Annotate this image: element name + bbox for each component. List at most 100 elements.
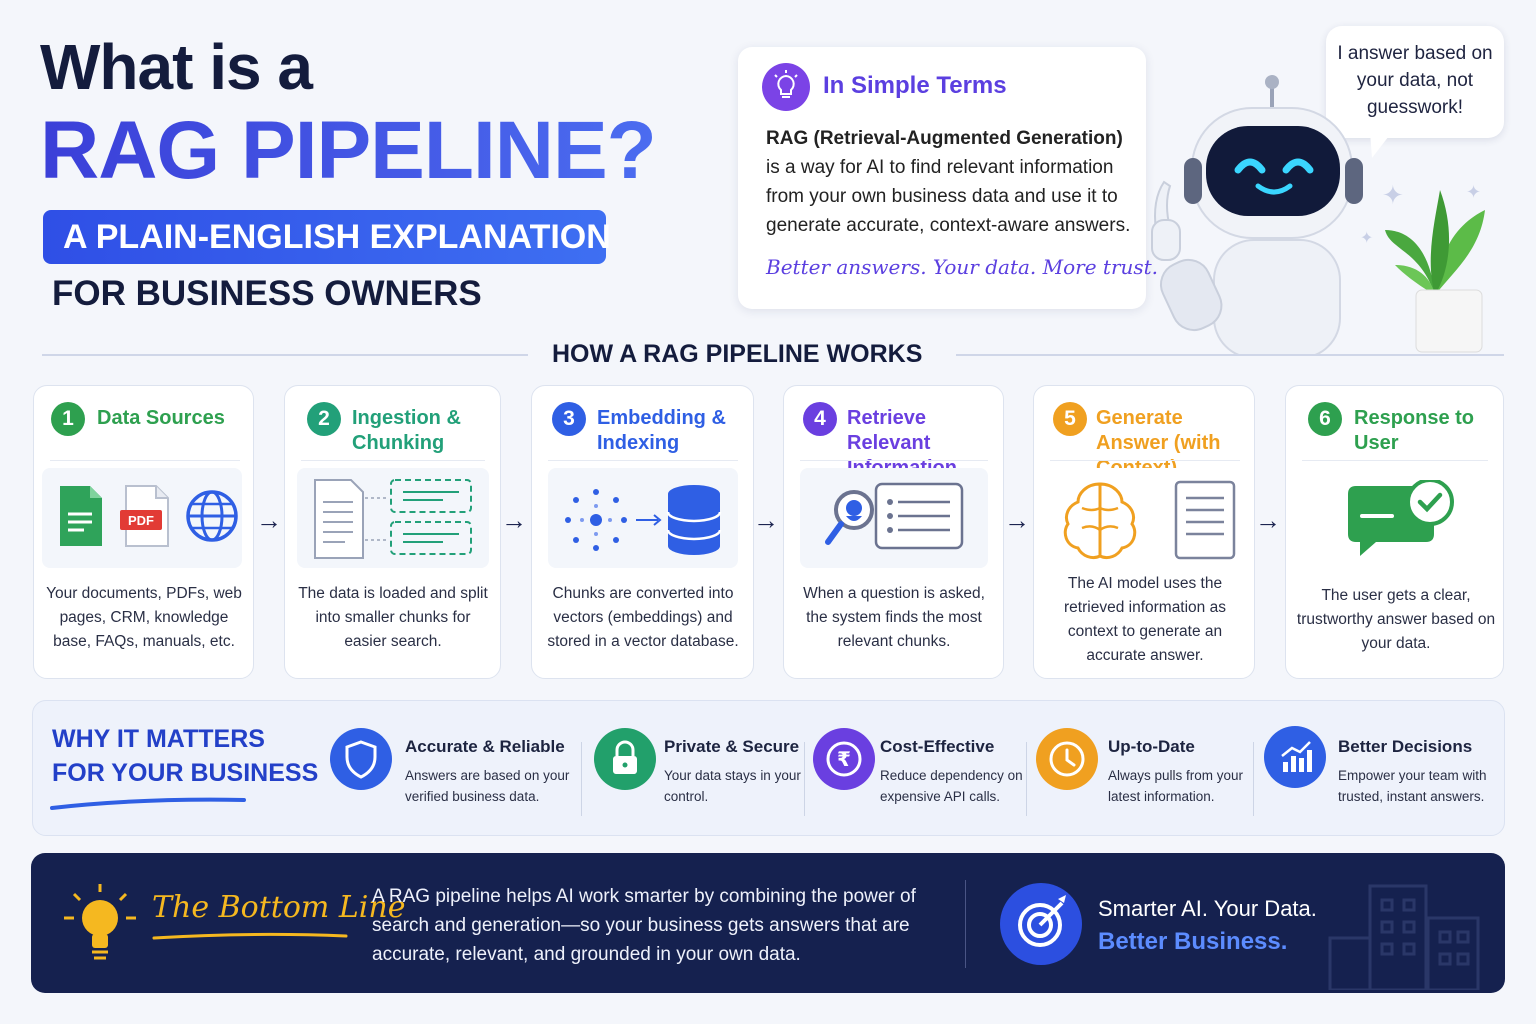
svg-text:₹: ₹ <box>837 747 851 771</box>
why-it-matters-title: WHY IT MATTERS FOR YOUR BUSINESS <box>52 722 318 790</box>
rag-definition: is a way for AI to find relevant informa… <box>766 157 1131 236</box>
step-number-badge: 2 <box>307 402 341 436</box>
data-sources-illustration: PDF <box>42 468 242 568</box>
step-divider <box>1050 460 1240 461</box>
step-card-4: 4 Retrieve Relevant Information When a q… <box>783 385 1004 679</box>
step-card-6: 6 Response to User The user gets a clear… <box>1285 385 1504 679</box>
bottom-line-text: A RAG pipeline helps AI work smarter by … <box>372 886 916 965</box>
simple-terms-title: In Simple Terms <box>823 72 1007 99</box>
benefit-title: Better Decisions <box>1338 737 1473 756</box>
section-divider-right <box>956 354 1504 356</box>
step-title: Ingestion & Chunking <box>352 407 461 454</box>
step-divider <box>800 460 988 461</box>
step-description: When a question is asked, the system fin… <box>803 585 985 650</box>
benefit-description: Answers are based on your verified busin… <box>405 768 570 804</box>
subtitle-line: FOR BUSINESS OWNERS <box>52 274 482 313</box>
sparkle-icon: ✦ <box>1466 182 1482 202</box>
benefit-divider <box>581 742 582 816</box>
benefit-title: Accurate & Reliable <box>405 737 565 756</box>
flow-arrow-icon: → <box>753 505 779 535</box>
retrieve-illustration <box>800 468 988 568</box>
step-title: Embedding & Indexing <box>597 407 726 454</box>
clock-icon <box>1036 728 1098 790</box>
benefit-divider <box>1253 742 1254 816</box>
benefit-title: Private & Secure <box>664 737 800 756</box>
bar-chart-icon <box>1264 726 1326 788</box>
benefit-description: Your data stays in your control. <box>664 768 801 804</box>
flow-arrow-icon: → <box>501 505 527 535</box>
step-description: The user gets a clear, trustworthy answe… <box>1296 587 1496 652</box>
bottom-line-underline <box>152 932 348 940</box>
embedding-illustration <box>548 468 738 568</box>
benefit-description: Always pulls from your latest informatio… <box>1108 768 1244 804</box>
section-divider-left <box>42 354 528 356</box>
underline-swoosh <box>50 797 246 810</box>
globe-icon <box>186 490 238 542</box>
bottom-divider <box>965 880 966 968</box>
how-it-works-title: HOW A RAG PIPELINE WORKS <box>552 340 923 368</box>
step-description: The data is loaded and split into smalle… <box>298 585 488 650</box>
bottom-line-title: The Bottom Line <box>152 890 406 925</box>
lock-icon <box>594 728 656 790</box>
chat-check-icon <box>1348 480 1454 556</box>
step-divider <box>1302 460 1488 461</box>
bubble-tail <box>1370 132 1392 158</box>
response-illustration <box>1302 468 1488 568</box>
why-title-line-1: WHY IT MATTERS <box>52 725 265 753</box>
benefit-divider <box>804 742 805 816</box>
title-line-1: What is a <box>40 31 313 103</box>
plant-illustration <box>1385 190 1485 353</box>
bottom-line-panel <box>31 853 1505 993</box>
simple-terms-tagline: Better answers. Your data. More trust. <box>766 255 1159 279</box>
rupee-icon: ₹ <box>813 728 875 790</box>
step-number-badge: 1 <box>51 402 85 436</box>
step-card-5: 5 Generate Answer (with Context) The AI … <box>1033 385 1255 679</box>
brain-document-diagram <box>1063 480 1236 560</box>
flow-arrow-icon: → <box>1004 505 1030 535</box>
title-line-2: RAG PIPELINE? <box>40 105 657 196</box>
vector-database-diagram <box>565 485 722 555</box>
search-list-diagram <box>825 482 964 550</box>
step-description: The AI model uses the retrieved informat… <box>1064 575 1226 664</box>
lightbulb-icon <box>64 884 136 960</box>
step-title: Response to User <box>1354 407 1475 454</box>
simple-terms-body: RAG (Retrieval-Augmented Generation) is a… <box>766 124 1136 240</box>
pdf-label: PDF <box>128 513 154 528</box>
benefit-divider <box>1026 742 1027 816</box>
step-description: Your documents, PDFs, web pages, CRM, kn… <box>46 585 242 650</box>
why-it-matters-panel <box>32 700 1505 836</box>
step-divider <box>301 460 485 461</box>
slogan-line-1: Smarter AI. Your Data. <box>1098 896 1317 921</box>
why-title-line-2: FOR YOUR BUSINESS <box>52 759 319 787</box>
document-icon <box>60 486 102 546</box>
sparkle-icon: ✦ <box>1360 230 1374 247</box>
step-number-badge: 6 <box>1308 402 1342 436</box>
sparkle-icon: ✦ <box>1382 180 1404 210</box>
generate-illustration <box>1050 468 1240 566</box>
step-card-2: 2 Ingestion & Chunking The data is loade… <box>284 385 501 679</box>
flow-arrow-icon: → <box>256 505 282 535</box>
step-card-3: 3 Embedding & Indexing Chunks are conver… <box>531 385 754 679</box>
city-buildings-illustration <box>1328 884 1480 990</box>
step-number-badge: 3 <box>552 402 586 436</box>
robot-illustration <box>1151 75 1363 355</box>
step-divider <box>50 460 240 461</box>
benefit-description: Reduce dependency on expensive API calls… <box>880 768 1023 804</box>
step-number-badge: 5 <box>1053 402 1087 436</box>
slogan-line-2: Better Business. <box>1098 928 1288 955</box>
shield-icon <box>330 728 392 790</box>
step-divider <box>548 460 738 461</box>
target-icon <box>1000 883 1082 965</box>
lightbulb-icon <box>762 63 810 111</box>
subtitle-badge: A PLAIN-ENGLISH EXPLANATION <box>43 210 611 264</box>
benefit-title: Cost-Effective <box>880 737 995 756</box>
step-card-1: 1 Data Sources PDF Your documents, PDFs,… <box>33 385 254 679</box>
pdf-icon: PDF <box>120 485 169 547</box>
benefit-title: Up-to-Date <box>1108 737 1195 756</box>
step-title: Data Sources <box>97 407 225 429</box>
rag-term: RAG (Retrieval-Augmented Generation) <box>766 128 1123 149</box>
robot-speech-bubble: I answer based on your data, not guesswo… <box>1326 26 1504 138</box>
flow-arrow-icon: → <box>1255 505 1281 535</box>
step-number-badge: 4 <box>803 402 837 436</box>
step-description: Chunks are converted into vectors (embed… <box>547 585 739 650</box>
